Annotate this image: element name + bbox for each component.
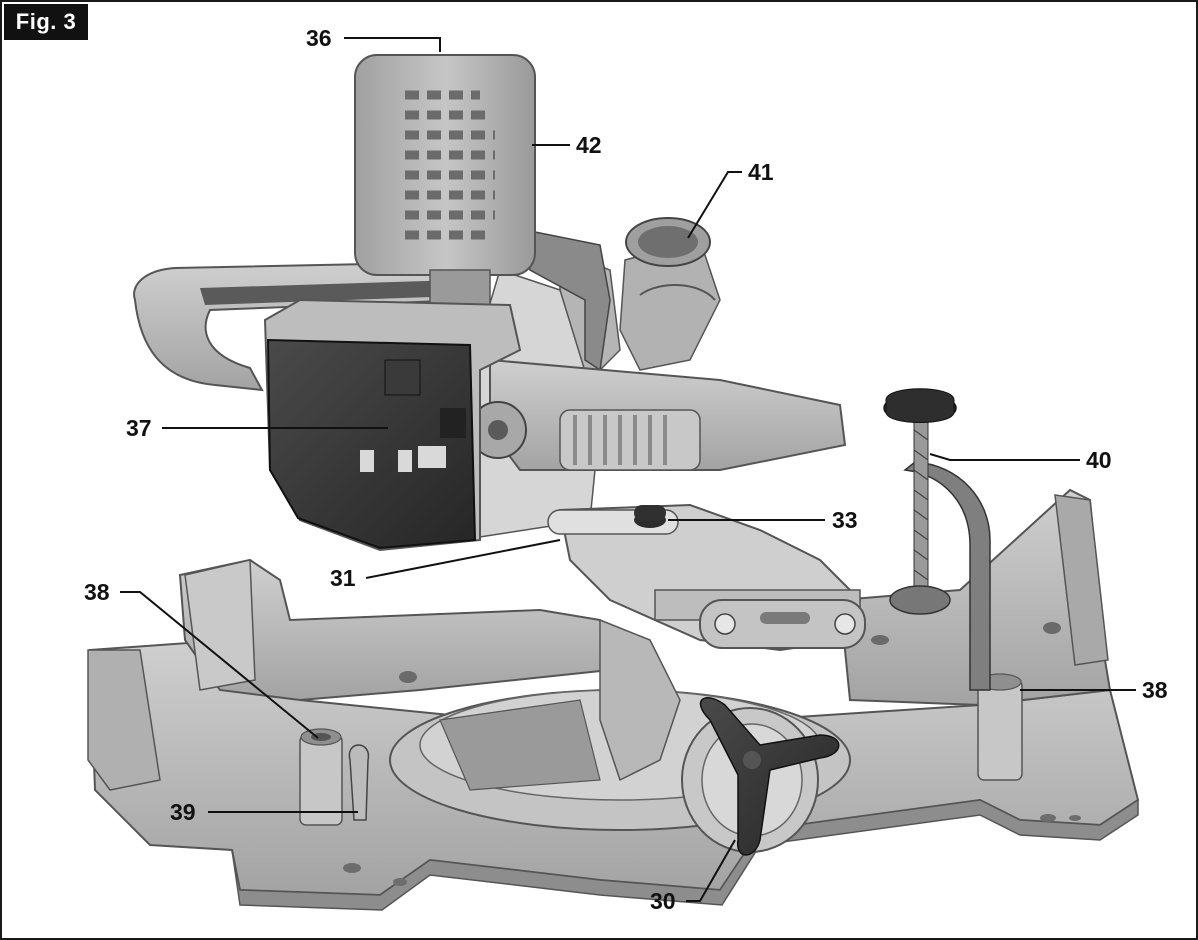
carry-handle — [133, 260, 471, 392]
callout-39: 39 — [170, 799, 196, 825]
callout-42: 42 — [576, 132, 602, 158]
callout-30: 30 — [650, 888, 676, 914]
hold-down-clamp — [883, 388, 991, 691]
callout-33: 33 — [832, 507, 858, 533]
battery-front — [263, 298, 522, 552]
left-fence — [178, 558, 612, 826]
callout-38-left: 38 — [84, 579, 110, 605]
figure-label: Fig. 3 — [4, 4, 88, 40]
callout-37: 37 — [126, 415, 152, 441]
callout-40: 40 — [1086, 447, 1112, 473]
callout-41: 41 — [748, 159, 774, 185]
leader-lines — [120, 37, 1136, 902]
callout-31: 31 — [330, 565, 356, 591]
battery-top — [354, 54, 536, 311]
callout-38-right: 38 — [1142, 677, 1168, 703]
callout-labels: 36 42 41 37 40 33 31 38 38 39 30 — [84, 25, 1168, 914]
callout-36: 36 — [306, 25, 332, 51]
